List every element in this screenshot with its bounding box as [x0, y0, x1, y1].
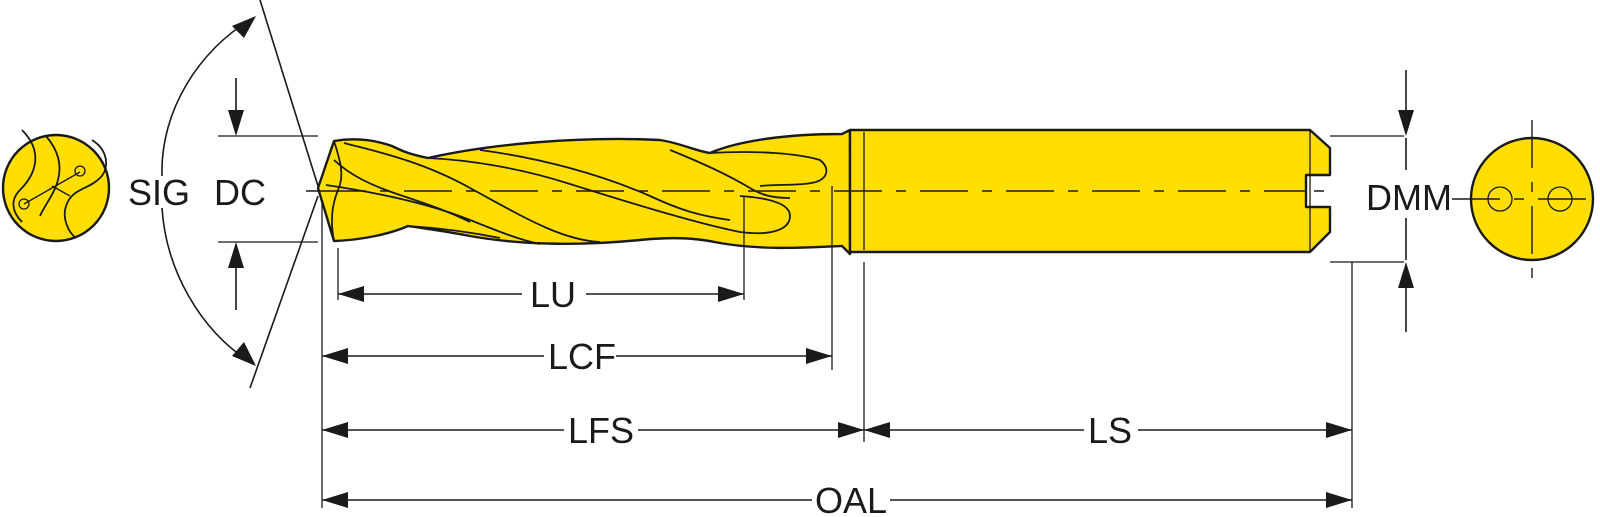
dc-arrowhead-bottom	[228, 242, 244, 268]
drill-shank	[848, 128, 1332, 254]
dmm-arrowhead-top	[1398, 110, 1414, 136]
dc-label: DC	[214, 172, 266, 213]
point-end-flute-edge	[39, 135, 61, 217]
drill-flute-line	[343, 142, 601, 243]
lu-dimension: LU	[338, 274, 744, 315]
drill-flute-line	[427, 157, 791, 235]
lcf-arrowhead-left	[322, 348, 348, 364]
sig-arc-lower	[161, 207, 251, 363]
sig-arrowhead	[232, 342, 256, 366]
drill-flute-line	[331, 140, 343, 242]
dmm-dimension: DMM	[1330, 70, 1452, 332]
shank-end-coolant-hole	[1547, 186, 1573, 212]
ls-dimension: LS	[864, 410, 1352, 451]
lu-label: LU	[530, 274, 576, 315]
dc-arrowhead-top	[228, 110, 244, 136]
point-end-chisel-edge	[23, 171, 81, 205]
lfs-arrowhead-right	[838, 422, 864, 438]
drill-flute-line	[709, 151, 828, 187]
shank-end-view	[1452, 120, 1600, 282]
sig-extension-line	[259, 0, 319, 187]
drill-flute-line	[407, 225, 501, 239]
drill-flute-line	[669, 149, 791, 199]
point-end-coolant-hole	[74, 165, 86, 177]
shank-outline	[848, 128, 1332, 254]
drill-body-outline	[316, 128, 852, 256]
ls-arrowhead-right	[1326, 422, 1352, 438]
lcf-arrowhead-right	[806, 348, 832, 364]
sig-extension-line	[249, 195, 319, 389]
drill-fluted-body	[316, 128, 852, 256]
sig-arrowhead	[232, 16, 256, 38]
lfs-arrowhead-left	[322, 422, 348, 438]
oal-arrowhead-left	[322, 492, 348, 508]
sig-arc-upper	[161, 19, 251, 177]
ls-label: LS	[1088, 410, 1132, 451]
drill-flute-line	[333, 159, 471, 223]
oal-dimension: OAL	[322, 480, 1352, 517]
point-end-flute-edge	[12, 129, 37, 223]
ls-arrowhead-left	[864, 422, 890, 438]
dmm-label: DMM	[1366, 177, 1452, 218]
drill-flute-line	[325, 184, 541, 245]
point-end-coolant-hole	[18, 198, 30, 210]
point-end-view	[1, 129, 111, 243]
oal-label: OAL	[815, 480, 887, 517]
sig-label: SIG	[128, 172, 190, 213]
lcf-label: LCF	[548, 336, 616, 377]
shank-end-coolant-hole	[1487, 186, 1513, 212]
dc-dimension: DC	[214, 78, 318, 310]
point-end-web-line	[51, 185, 71, 197]
lcf-dimension: LCF	[322, 336, 832, 377]
lfs-dimension: LFS	[322, 410, 864, 451]
sig-dimension: SIG	[128, 0, 319, 389]
lu-arrowhead-right	[718, 286, 744, 302]
point-end-flute-edge	[63, 139, 107, 239]
lu-arrowhead-left	[338, 286, 364, 302]
oal-arrowhead-right	[1326, 492, 1352, 508]
dmm-arrowhead-bottom	[1398, 262, 1414, 288]
lfs-label: LFS	[568, 410, 634, 451]
